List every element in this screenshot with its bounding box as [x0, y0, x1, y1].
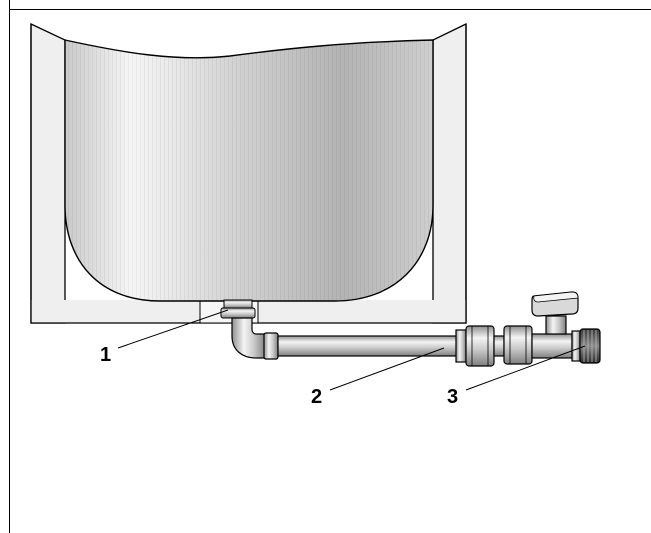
leader-line-2: [329, 347, 445, 391]
callout-label-1: 1: [100, 344, 111, 366]
callout-label-2: 2: [311, 386, 322, 408]
union-nut: [465, 325, 495, 367]
frame-border: [9, 0, 651, 533]
outlet-cap: [579, 328, 601, 364]
tank-body: [64, 39, 434, 302]
drain-pipe-assembly: [220, 291, 601, 367]
pipe-elbow: [231, 317, 267, 359]
leader-line-1: [117, 309, 229, 349]
drain-outlet-fitting: [220, 299, 256, 319]
leader-line-3: [465, 345, 586, 391]
leader-lines: [117, 309, 586, 391]
callout-label-3: 3: [447, 386, 458, 408]
ball-valve: [531, 333, 573, 359]
